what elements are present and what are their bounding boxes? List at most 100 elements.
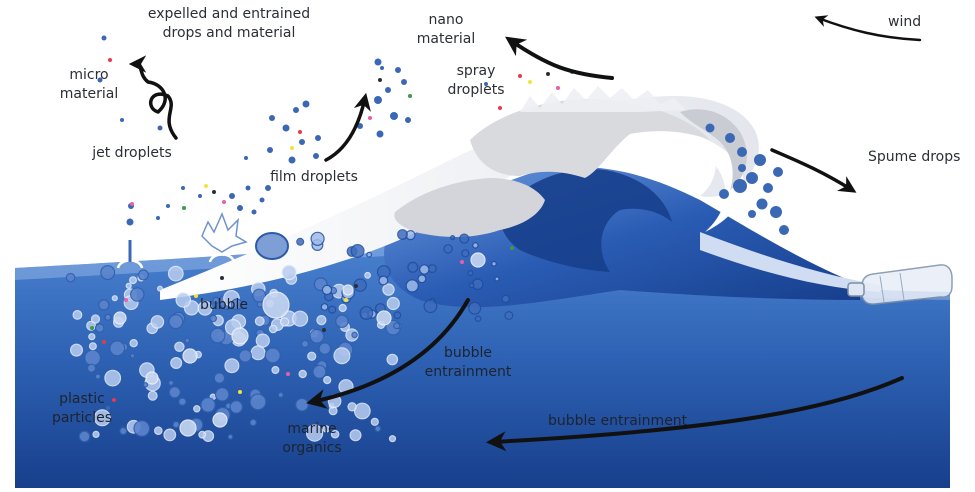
particle-speck [238,390,242,394]
bubble [256,334,269,347]
droplet [252,210,257,215]
label-jet-droplets: jet droplets [92,144,172,163]
bubble [324,377,331,384]
particle-speck [556,86,560,90]
bubble [230,401,242,413]
particle-speck [124,298,128,302]
droplet [313,153,319,159]
bubble [355,403,371,419]
label-marine-organics: marine organics [270,420,354,458]
bubble [462,250,469,257]
particle-speck [244,156,248,160]
droplet [267,147,273,153]
droplet [198,194,202,198]
bubble [451,236,455,240]
bubble [321,304,328,311]
bubble [105,370,121,386]
particle-speck [162,328,166,332]
bubble [297,238,304,245]
bubble [424,300,437,313]
bubble [134,421,150,437]
bubble [460,234,469,243]
bubble [210,315,217,322]
particle-speck [510,246,514,250]
bubble [66,274,74,282]
particle-speck [298,130,302,134]
bubble [250,419,256,425]
particle-speck [102,340,106,344]
bubble [377,311,391,325]
bubble [139,270,149,280]
label-expelled-text: expelled and entrained drops and materia… [140,5,318,43]
bubble [79,431,90,442]
particle-speck [182,206,186,210]
bubble [322,285,331,294]
film-droplets-arrow [326,98,365,160]
bubble [387,354,397,364]
label-plastic-particles: plastic particles [42,390,122,428]
nano-material-arrow [510,40,612,78]
droplet [158,126,163,131]
bubble [146,372,158,384]
particle-speck [378,78,382,82]
particle-speck [220,276,224,280]
droplet [706,124,715,133]
droplet [229,193,235,199]
bubble [143,383,147,387]
bubble [408,262,418,272]
particle-speck [322,328,326,332]
bubble [214,373,224,383]
bubble [73,311,82,320]
particle-speck [354,284,358,288]
particle-speck [460,260,464,264]
droplet [120,118,124,122]
label-spume-drops: Spume drops [868,148,960,167]
bubble [169,381,174,386]
droplet [746,172,758,184]
bubble [88,364,96,372]
droplet [737,147,747,157]
particle-speck [108,58,112,62]
bubble [270,325,277,332]
bubble [336,315,348,327]
label-film-droplets: film droplets [270,168,358,187]
bubble [379,276,388,285]
bubble [282,265,296,279]
bubble [90,343,97,350]
particle-speck [222,200,226,204]
bubble [176,293,190,307]
bubble [257,302,262,307]
bubble [96,324,104,332]
bubble [348,403,356,411]
bubble [406,280,418,292]
bubble [473,243,478,248]
bubble [239,350,251,362]
bubble [339,305,346,312]
bubble [308,352,316,360]
bubble [85,350,101,366]
bubble [110,341,125,356]
bubble [390,436,396,442]
bubble [383,284,394,295]
bubble [375,426,381,432]
bubble [130,277,137,284]
particle-speck [528,80,532,84]
bubble [151,316,163,328]
bubble [394,323,400,329]
bubble [225,359,239,373]
particle-speck [380,66,384,70]
droplet [166,204,170,208]
droplet [738,164,746,172]
droplet [283,125,290,132]
bubble [199,431,206,438]
droplet [246,186,251,191]
bubble [194,406,200,412]
droplet [375,59,382,66]
bubble [126,283,131,288]
droplet [303,101,310,108]
bubble [228,435,233,440]
droplet [395,67,401,73]
bubble [470,283,474,287]
label-bubble-entrainment-right: bubble entrainment [548,412,687,431]
